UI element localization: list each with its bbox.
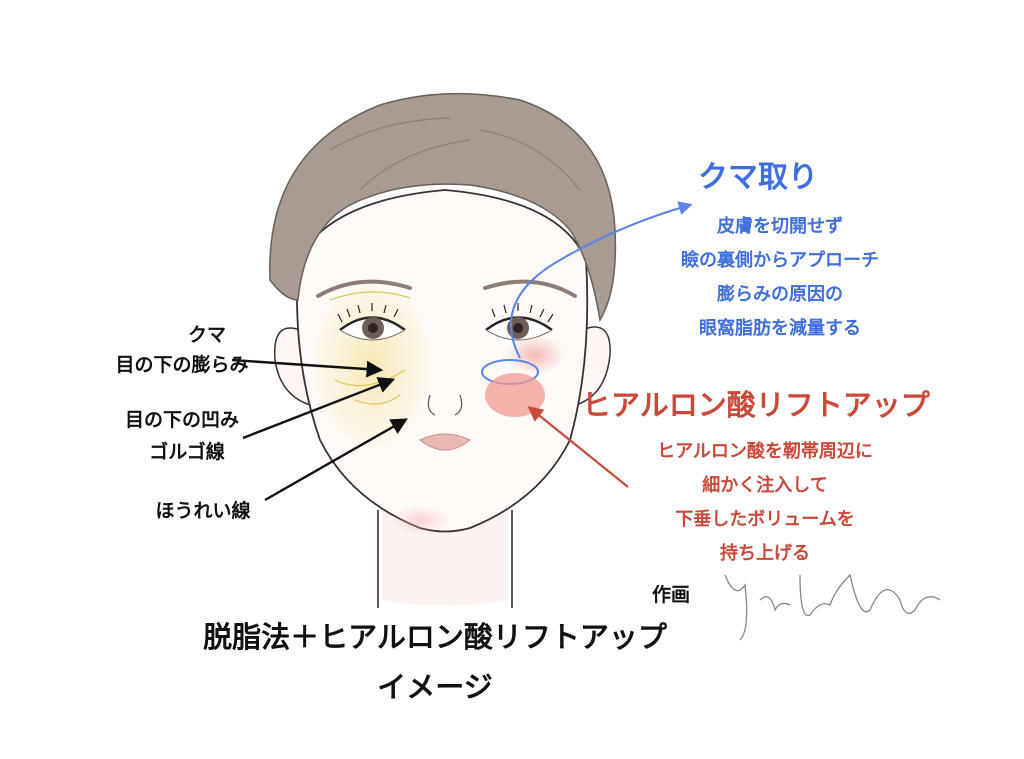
label-eye-bulge: 目の下の膨らみ [115, 354, 249, 376]
neck [377, 510, 513, 608]
kuma-line: 皮膚を切開せず [717, 216, 843, 237]
kuma-line: 瞼の裏側からアプローチ [681, 250, 879, 271]
blush-right [505, 335, 565, 375]
filler-target-area [485, 373, 545, 417]
kuma-description: 皮膚を切開せず 瞼の裏側からアプローチ 膨らみの原因の 眼窩脂肪を減量する [640, 210, 920, 346]
lips [419, 433, 471, 451]
filler-line: ヒアルロン酸を靭帯周辺に [657, 441, 873, 462]
kuma-arrow [510, 201, 693, 359]
hair [269, 92, 617, 323]
left-eye [337, 303, 406, 341]
kuma-line: 膨らみの原因の [717, 284, 843, 305]
left-eyebrow [316, 279, 412, 298]
filler-description: ヒアルロン酸を靭帯周辺に 細かく注入して 下垂したボリュームを 持ち上げる [615, 435, 915, 571]
right-eyebrow [483, 279, 577, 298]
nose [427, 394, 463, 416]
filler-line: 細かく注入して [702, 475, 828, 496]
caption-line-2: イメージ [377, 670, 493, 704]
label-eye-hollow: 目の下の凹み [124, 409, 239, 431]
kuma-line: 眼窩脂肪を減量する [699, 318, 861, 339]
arrow-hollow-golgo [242, 377, 396, 440]
label-kuma: クマ [187, 324, 226, 346]
label-nasolabial: ほうれい線 [155, 500, 251, 522]
filler-title: ヒアルロン酸リフトアップ [582, 388, 930, 422]
caption-line-1: 脱脂法＋ヒアルロン酸リフトアップ [203, 620, 667, 654]
filler-line: 持ち上げる [720, 543, 810, 564]
arrow-eye-bulge [231, 358, 384, 378]
filler-line: 下垂したボリュームを [675, 509, 855, 530]
signature [724, 573, 941, 641]
credit-label: 作画 [652, 584, 691, 606]
filler-arrow [527, 406, 629, 488]
kuma-title: クマ取り [698, 160, 818, 195]
arrow-nasolabial [264, 418, 408, 502]
face-outline [296, 189, 589, 533]
label-golgo: ゴルゴ線 [149, 441, 225, 463]
caption: 脱脂法＋ヒアルロン酸リフトアップ イメージ [150, 612, 720, 712]
